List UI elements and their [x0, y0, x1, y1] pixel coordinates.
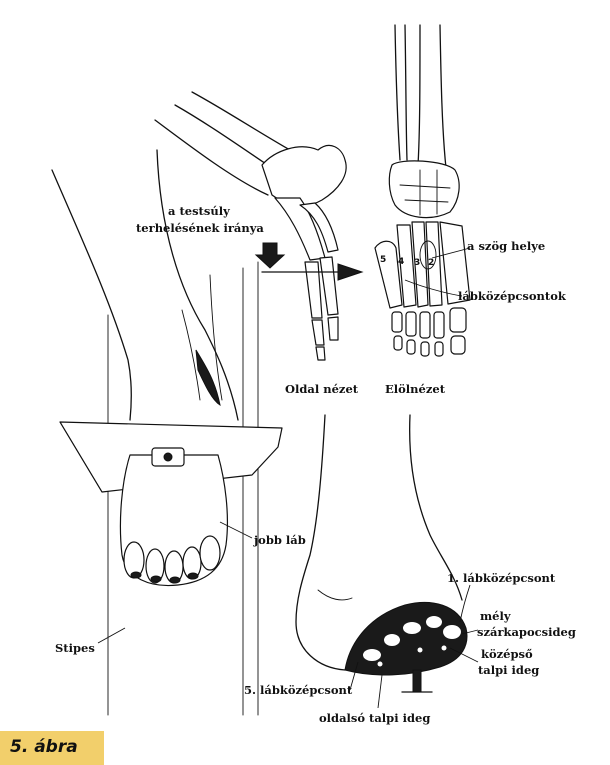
- metatarsal-number-2: 2: [428, 258, 434, 268]
- nail-center: [163, 452, 173, 462]
- stipes-foot-illustration: [51, 149, 283, 716]
- figure-caption: 5. ábra: [0, 731, 104, 765]
- tarsal-group: [388, 160, 460, 219]
- toes: [123, 535, 221, 584]
- nail-arrow-head: [337, 263, 364, 281]
- fifth-metatarsal-leader: [349, 661, 359, 691]
- phalanx-tip-1: [315, 346, 326, 361]
- navicular-bone: [299, 202, 339, 253]
- metatarsal-side-1: [304, 261, 323, 319]
- label-front-view: Elölnézet: [385, 382, 446, 396]
- label-medial-plantar-1: középső: [481, 647, 533, 661]
- cross-section-illustration: [295, 414, 479, 709]
- label-lateral-plantar: oldalsó talpi ideg: [319, 711, 430, 725]
- stipes-leader: [97, 627, 126, 644]
- metatarsal-front-5: [374, 240, 403, 309]
- phalanx-side-1: [311, 319, 325, 346]
- talus-calcaneus: [261, 145, 347, 207]
- tarsal-joints: [399, 169, 451, 216]
- lateral-plantar-leader: [377, 674, 383, 709]
- metatarsal-side-2: [319, 256, 339, 316]
- label-fifth-metatarsal: 5. lábközépcsont: [244, 683, 353, 697]
- left-shin-outline: [51, 169, 132, 421]
- metatarsal-front-4: [396, 224, 417, 308]
- front-leg-outline: [409, 414, 463, 601]
- nail-site-leader: [431, 247, 471, 259]
- fibula-left-edge: [394, 24, 401, 161]
- tibia-lower-edge: [191, 91, 291, 151]
- metatarsal-number-3: 3: [414, 258, 420, 268]
- heel-outline: [295, 414, 346, 671]
- label-first-metatarsal: 1. lábközépcsont: [447, 571, 556, 585]
- load-direction-arrow: [254, 242, 286, 269]
- tibia-upper-edge: [174, 104, 276, 171]
- metatarsal-front-1: [439, 221, 471, 305]
- label-load-direction-1: a testsúly: [168, 204, 230, 218]
- side-view-skeleton: [154, 91, 364, 361]
- label-nail-site: a szög helye: [467, 239, 545, 253]
- nail-site-marker: [419, 240, 437, 270]
- ankle-contour: [181, 309, 201, 401]
- tibia-right-edge: [439, 24, 447, 169]
- foot-cross-section: [344, 601, 468, 676]
- label-right-foot: jobb láb: [253, 533, 306, 547]
- deep-peroneal-leader: [461, 629, 479, 635]
- label-stipes: Stipes: [55, 641, 95, 655]
- label-load-direction-2: terhelésének iránya: [136, 221, 264, 235]
- phalanx-side-2: [327, 316, 339, 341]
- figure-caption-text: 5. ábra: [10, 737, 78, 757]
- front-phalanges: [391, 307, 467, 357]
- board-edge: [59, 421, 103, 493]
- metatarsal-number-5: 5: [380, 255, 386, 265]
- heel-crease: [317, 589, 353, 601]
- leg-contour: [209, 274, 223, 401]
- nail-stem: [412, 669, 422, 693]
- label-deep-peroneal-1: mély: [480, 609, 511, 623]
- label-side-view: Oldal nézet: [285, 382, 359, 396]
- right-foot-leader: [219, 521, 253, 539]
- first-metatarsal-leader: [459, 584, 471, 623]
- medial-plantar-leader: [449, 647, 479, 663]
- metatarsals-leader: [404, 279, 463, 297]
- label-metatarsals: lábközépcsontok: [458, 289, 567, 303]
- bone-sections: [363, 616, 461, 667]
- label-deep-peroneal-2: szárkapocsideg: [477, 625, 576, 639]
- front-view-skeleton: [374, 24, 471, 357]
- fibula-right-edge: [404, 24, 408, 161]
- tibia-left-edge: [417, 24, 421, 166]
- metatarsal-number-4: 4: [398, 257, 404, 267]
- label-medial-plantar-2: talpi ideg: [478, 663, 539, 677]
- fibula-edge: [154, 119, 269, 196]
- ankle-shadow: [195, 349, 221, 407]
- right-shin-outline: [156, 149, 239, 421]
